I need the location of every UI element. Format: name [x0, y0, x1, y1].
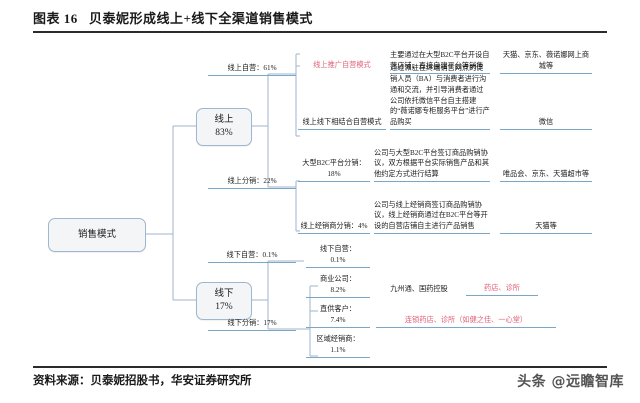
exhibit-title-text: 贝泰妮形成线上+线下全渠道销售模式 [89, 11, 313, 26]
online-distribution-0-description: 公司与大型B2C平台签订商品购销协议，双方根据平台实际销售产品和其他约定方式进行… [374, 146, 490, 182]
online-mode-1-name: 线上线下相结合自营模式 [298, 116, 386, 130]
online-distribution-0-platforms: 唯品会、京东、天猫超市等 [500, 150, 592, 182]
source-note: 资料来源：贝泰妮招股书，华安证券研究所 [33, 375, 252, 387]
connector-lines [146, 53, 318, 357]
offline-item-2-channel: 直供客户： 7.4% [306, 304, 370, 328]
online-mode-0-name: 线上推广自营模式 [313, 61, 371, 70]
page-title: 图表 16 贝泰妮形成线上+线下全渠道销售模式 [33, 8, 313, 27]
online-mode-1-description: 通过派驻在终端销售网点的促销人员（BA）与消费者进行沟通和交流，并引导消费者通过… [390, 64, 490, 130]
online-mode-0-platforms: 天猫、京东、薇诺娜网上商城等 [500, 46, 592, 74]
watermark: 头条 @远瞻智库 [517, 374, 624, 390]
label-online-self-operated: 线上自营：61% [208, 62, 296, 76]
offline-item-1-channel: 商业公司： 8.2% [306, 274, 370, 298]
label-offline-self-operated: 线下自营：0.1% [208, 249, 296, 263]
sales-channel-diagram: 销售模式 线上 83% 线下 17% 线上自营：61% 线上分销：22% 线上推… [0, 36, 640, 362]
node-online-name: 线上 [214, 115, 234, 126]
online-mode-1-platforms: 微信 [500, 108, 592, 130]
online-mode-0-description: 主要通过在大型B2C平台开设自营店铺，直接自建平台等销售 [390, 40, 490, 74]
label-offline-distribution: 线下分销：17% [208, 317, 296, 331]
online-distribution-0-channel: 大型B2C平台分销：18% [298, 156, 370, 182]
online-distribution-1-channel: 线上经销商分销：4% [298, 208, 370, 234]
title-divider [33, 31, 607, 33]
node-root-label: 销售模式 [77, 229, 116, 240]
footer-divider [33, 366, 607, 368]
offline-item-3-channel: 区域经销商： 1.1% [306, 334, 370, 358]
offline-item-1-terminals: 药店、诊所 [466, 282, 538, 296]
online-distribution-1-platforms: 天猫等 [500, 216, 592, 234]
exhibit-label: 图表 16 [33, 11, 78, 26]
node-online-value: 83% [215, 128, 233, 138]
offline-item-1-partners: 九州通、国药控股 [390, 285, 448, 294]
offline-item-0-channel: 线下自营： 0.1% [306, 244, 370, 268]
node-offline[interactable]: 线下 17% [196, 282, 252, 320]
node-root[interactable]: 销售模式 [48, 218, 146, 252]
node-offline-value: 17% [215, 302, 233, 312]
offline-item-2-terminals: 连锁药店、诊所（如健之佳、一心堂） [376, 314, 556, 328]
node-offline-name: 线下 [214, 289, 234, 300]
node-online[interactable]: 线上 83% [196, 108, 252, 146]
online-distribution-1-description: 公司与线上经销商签订商品购销协议，线上经销商通过在B2C平台等开设的自营店铺自主… [374, 198, 490, 234]
label-online-distribution: 线上分销：22% [208, 175, 296, 189]
